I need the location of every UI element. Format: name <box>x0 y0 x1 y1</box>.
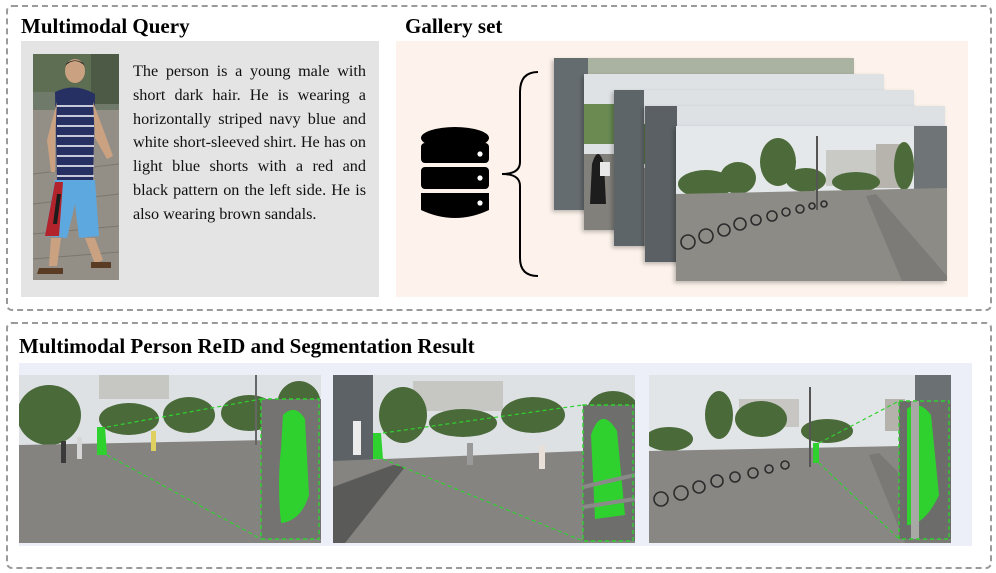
query-person-image <box>33 54 119 280</box>
result-image-1 <box>19 375 321 543</box>
left-brace-icon <box>498 70 542 280</box>
database-icon <box>418 126 492 222</box>
top-panel <box>6 5 992 311</box>
gallery-image-5 <box>676 126 947 281</box>
result-title: Multimodal Person ReID and Segmentation … <box>19 334 475 358</box>
result-image-3 <box>649 375 951 543</box>
query-title: Multimodal Query <box>21 14 190 38</box>
query-description: The person is a young male with short da… <box>133 62 366 223</box>
bottom-panel <box>6 322 992 569</box>
gallery-title: Gallery set <box>405 14 503 38</box>
result-image-2 <box>333 375 635 543</box>
